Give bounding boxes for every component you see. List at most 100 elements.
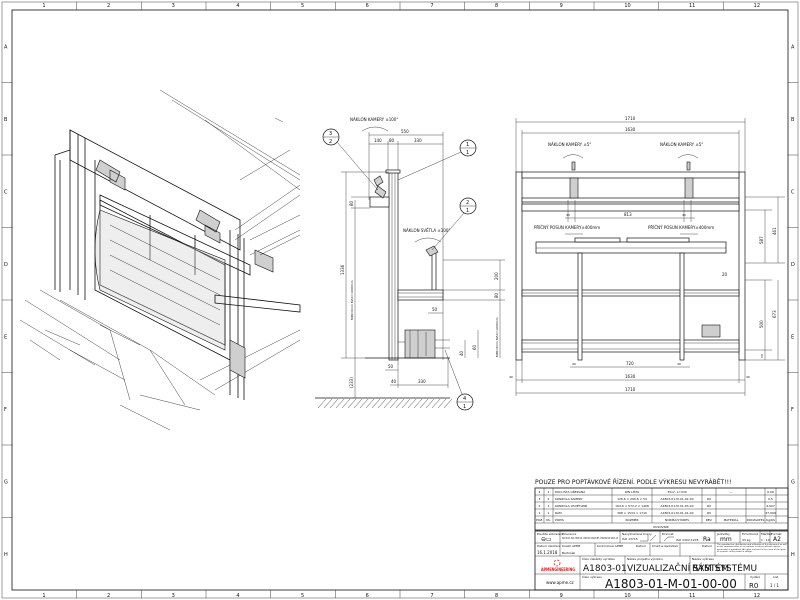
zone-column-label: 5 <box>301 3 304 9</box>
side-view: NÁKLON KAMERY ±100° NÁKLON SVĚTLA ±100° … <box>315 117 505 411</box>
front-shift-right: PŘÍČNÝ POSUN KAMERY±400mm <box>648 225 714 230</box>
zone-column-label: 9 <box>560 593 563 599</box>
zone-column-label: 1 <box>42 3 45 9</box>
drawing-text: ISO 8015, ISO 2768 mK, ČSN ISO 13920 BF,… <box>562 535 618 540</box>
dim-40-b: 40 <box>682 213 686 217</box>
dim-height-range: MIN=0mm MAX=1000mm <box>350 280 354 320</box>
rotation-arrow-icon <box>361 126 389 132</box>
dim-40-e: 40 <box>509 375 513 379</box>
dim-50: 50 <box>432 307 438 312</box>
dim-461: 461 <box>772 227 777 235</box>
title-block: Použité zobrazení ⊖▭ Tolerance ISO 8015,… <box>534 530 789 591</box>
dim-140: 140 <box>374 138 382 143</box>
zone-column-label: 2 <box>107 593 110 599</box>
dim-h80: 80 <box>349 200 354 206</box>
bom-cell-ks: KS. <box>546 518 551 522</box>
inquiry-only-notice: POUZE PRO POPTÁVKOVÉ ŘÍZENÍ. PODLE VÝKRE… <box>535 478 731 486</box>
bom-cell-poz: POZ. <box>536 518 543 522</box>
bom-cell-rozmer: 164,6 × 572,2 × 1408 <box>615 504 649 508</box>
bom-cell-rozmer: 126,6 × 290,8 × 54 <box>617 497 647 501</box>
drawing-text: 43 kg <box>742 538 751 542</box>
bom-title: KUSOVNÍK <box>653 524 669 529</box>
zone-column-label: 3 <box>172 3 175 9</box>
bom-cell-ks: 1 <box>548 504 550 508</box>
front-camera-tilt-right: NÁKLON KAMERY ±5° <box>660 142 703 147</box>
drawing-name: RÁM SYSTÉMU <box>692 562 757 574</box>
bom-cell-poz: 3 <box>539 497 541 501</box>
drawing-text: 1 <box>466 142 469 148</box>
bom-cell-norma: A1803-01-M-01-03-00 <box>661 504 694 508</box>
dim-40-c: 40 <box>572 362 576 366</box>
zone-row-label: E <box>791 334 794 340</box>
zone-row-label: H <box>4 552 8 558</box>
drawing-text: ISO 1302:1978 <box>676 538 698 542</box>
dim-233: (233) <box>349 377 354 388</box>
dim-50-right: 50 <box>760 354 764 358</box>
bom-cell-norma: NORMA/VÝKRES <box>665 517 689 522</box>
projection-symbol-icon: ⊖▭ <box>541 536 552 543</box>
zone-column-label: 4 <box>236 593 239 599</box>
isometric-view <box>19 89 301 431</box>
bom-cell-popis: KONZOLA KAMERY <box>555 497 583 501</box>
bom-cell-rozmer: ROZMĚR <box>625 517 638 522</box>
dim-200: 200 <box>494 272 499 280</box>
zone-column-label: 7 <box>430 593 433 599</box>
zone-column-label: 4 <box>236 3 239 9</box>
order-number: A1803-01 <box>583 564 627 574</box>
drawing-text: Datum <box>636 544 646 548</box>
zone-row-label: C <box>791 189 795 195</box>
drawing-text: Nevyznačené hrany <box>622 532 652 536</box>
dim-673: 673 <box>772 310 777 318</box>
bom-cell-material: — <box>730 490 733 494</box>
drawing-text: A2 <box>773 536 781 543</box>
zone-row-label: E <box>4 334 7 340</box>
drawing-text: 2 <box>329 139 332 145</box>
drawing-text: Použité zobrazení <box>537 532 564 536</box>
zone-row-label: D <box>791 262 795 268</box>
dim-80: 80 <box>389 138 395 143</box>
drawing-text: Hmotnost <box>742 532 759 536</box>
copyright-disclaimer: The reproduction, distribution and utili… <box>717 544 787 554</box>
zone-row-label: G <box>4 479 8 485</box>
zone-column-label: 8 <box>495 3 498 9</box>
drawing-text: mm <box>720 536 732 543</box>
bom-cell-popis: DIN LIŠTA OŘEZANÁ <box>555 489 586 494</box>
dim-20: 20 <box>722 272 728 277</box>
drawing-text: Měřítko <box>761 532 772 536</box>
bom-cell-rev: R0 <box>707 497 711 501</box>
drawing-text: APMENGINEERING <box>541 567 575 572</box>
zone-column-label: 2 <box>107 3 110 9</box>
drawing-text: Ra <box>703 536 711 543</box>
zone-column-label: 10 <box>624 3 630 9</box>
dim-1630-bottom: 1630 <box>625 374 636 379</box>
bom-cell-norma: 35x7, L=330 <box>667 490 686 494</box>
zone-row-label: B <box>4 117 8 123</box>
bom-cell-poz: 2 <box>539 504 541 508</box>
bom-cell-poz: 1 <box>539 511 541 515</box>
dim-330: 330 <box>414 138 422 143</box>
dim-40-d: 40 <box>677 362 681 366</box>
zone-column-label: 8 <box>495 593 498 599</box>
drawing-text: 16.1.2018 <box>537 550 558 555</box>
side-camera-tilt-label: NÁKLON KAMERY ±100° <box>350 117 398 122</box>
bom-cell-rev: REV. <box>706 518 713 522</box>
drawing-text: Formát <box>771 532 782 536</box>
revision: R0 <box>749 582 758 590</box>
zone-column-label: 11 <box>689 3 695 9</box>
ground-hatch <box>317 398 453 409</box>
dim-1630-top: 1630 <box>625 127 636 132</box>
drawing-text: 3 <box>329 131 332 137</box>
zone-row-label: A <box>4 44 8 50</box>
zone-column-label: 5 <box>301 593 304 599</box>
drawing-text: 1 <box>466 208 469 214</box>
zone-column-label: 3 <box>172 593 175 599</box>
drawing-text: ISO 13715 <box>622 537 638 541</box>
balloon-2-1: 2 1 <box>431 197 477 251</box>
drawing-text: Schválil se objednatelem <box>652 544 678 548</box>
zone-column-label: 9 <box>560 3 563 9</box>
dim-40: 40 <box>459 350 464 356</box>
zone-row-label: D <box>4 262 8 268</box>
drawing-text: Vydání <box>750 575 760 579</box>
